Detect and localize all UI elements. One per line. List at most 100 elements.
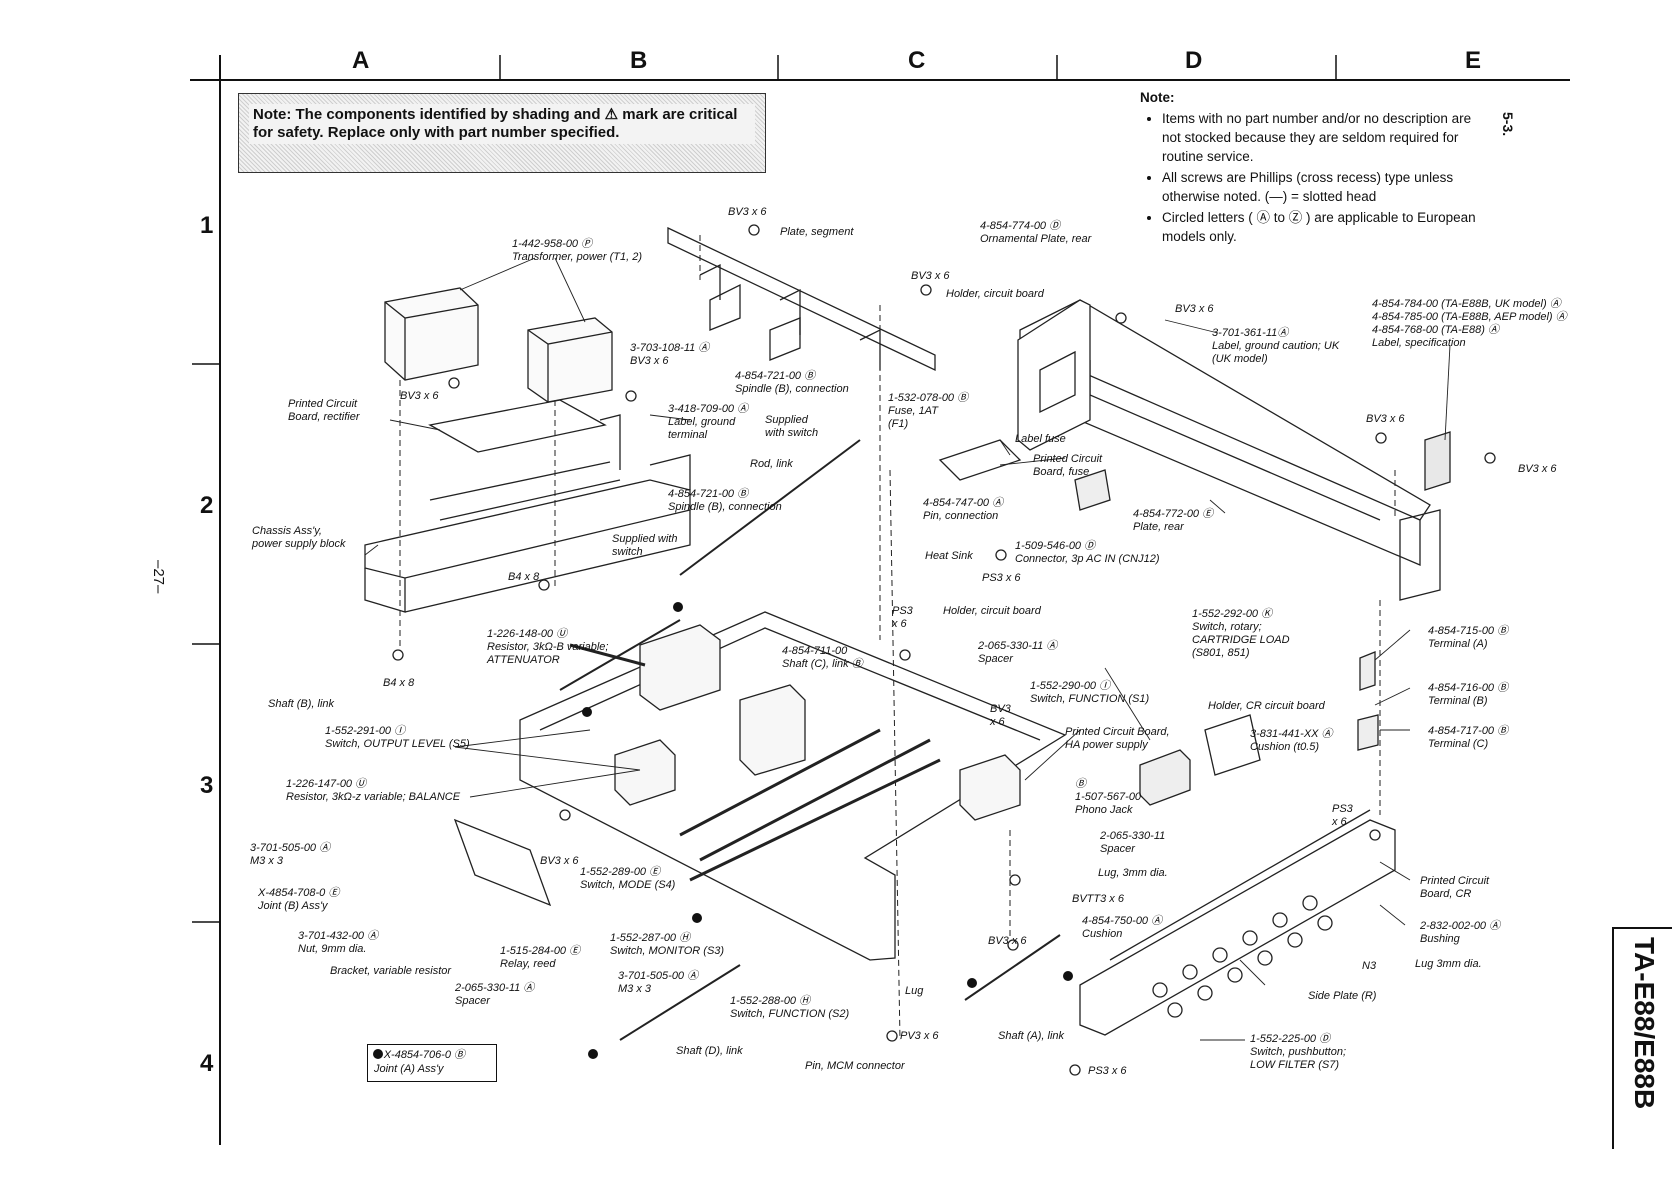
grid-row-2: 2 xyxy=(200,492,214,519)
model-title: TA-E88/E88B xyxy=(1629,937,1660,1110)
label-pcb-fuse: Printed Circuit Board, fuse xyxy=(1033,453,1103,478)
label-function-s2: 1-552-288-00 Ⓗ Switch, FUNCTION (S2) xyxy=(730,995,850,1020)
label-shaft-a: Shaft (A), link xyxy=(998,1030,1065,1042)
label-nut-9mm: 3-701-432-00 Ⓐ Nut, 9mm dia. xyxy=(298,930,379,955)
label-output-level: 1-552-291-00 Ⓘ Switch, OUTPUT LEVEL (S5) xyxy=(325,725,470,750)
label-plate-rear: 4-854-772-00 Ⓔ Plate, rear xyxy=(1133,508,1214,533)
label-ps3x6-d4: PS3 x 6 xyxy=(1088,1065,1127,1077)
grid-row-4: 4 xyxy=(200,1050,214,1077)
label-b4x8-b2: B4 x 8 xyxy=(508,571,540,583)
holder-cr-board xyxy=(1204,714,1261,776)
side-plate-r xyxy=(1079,809,1396,1036)
label-label-fuse: Label fuse xyxy=(1015,433,1066,445)
label-pcb-rectifier: Printed Circuit Board, rectifier xyxy=(288,398,360,423)
label-supplied-switch-1: Supplied with switch xyxy=(765,414,819,439)
label-bv3x6-top: BV3 x 6 xyxy=(728,206,767,218)
label-relay-reed: 1-515-284-00 Ⓔ Relay, reed xyxy=(500,945,581,970)
label-pin-connection: 4-854-747-00 Ⓐ Pin, connection xyxy=(923,497,1004,522)
label-spacer-a4: 2-065-330-11 Ⓐ Spacer xyxy=(455,982,535,1007)
label-plate-segment: Plate, segment xyxy=(780,226,854,238)
transformer-right xyxy=(527,317,613,403)
label-phono-jack: Ⓑ 1-507-567-00 Phono Jack xyxy=(1075,778,1142,816)
shaft-b xyxy=(559,619,681,691)
label-fuse: 1-532-078-00 Ⓑ Fuse, 1AT (F1) xyxy=(888,392,969,430)
label-heat-sink: Heat Sink xyxy=(925,550,973,562)
rectifier-board xyxy=(428,399,607,453)
notes-block: Note: Items with no part number and/or n… xyxy=(1140,88,1480,248)
label-spacer-c3: 2-065-330-11 Ⓐ Spacer xyxy=(978,640,1058,665)
label-attenuator: 1-226-148-00 Ⓤ Resistor, 3kΩ-B variable;… xyxy=(487,628,609,666)
fuse-board xyxy=(938,439,1022,481)
label-shaft-c: 4-854-711-00 Shaft (C), link Ⓑ xyxy=(782,645,863,670)
switch-shaft-a xyxy=(689,758,941,882)
grid-col-c: C xyxy=(908,47,926,74)
label-mode-s4: 1-552-289-00 Ⓔ Switch, MODE (S4) xyxy=(580,866,676,891)
label-pcb-cr: Printed Circuit Board, CR xyxy=(1420,875,1490,900)
label-bv3x6-c3: BV3 x 6 xyxy=(990,703,1011,728)
label-cushion-t05: 3-831-441-XX Ⓐ Cushion (t0.5) xyxy=(1250,728,1333,753)
ornamental-plate xyxy=(1017,299,1091,451)
label-holder-cr: Holder, CR circuit board xyxy=(1208,700,1325,712)
label-n3: N3 xyxy=(1362,960,1377,972)
label-spindle-b-2: 4-854-721-00 Ⓑ Spindle (B), connection xyxy=(668,488,782,513)
label-pcb-ha-power: Printed Circuit Board, HA power supply xyxy=(1065,726,1170,751)
label-cushion-d3: 4-854-750-00 Ⓐ Cushion xyxy=(1082,915,1163,940)
safety-note: Note: The components identified by shadi… xyxy=(249,104,755,144)
label-joint-b-assy: X-4854-708-0 Ⓔ Joint (B) Ass'y xyxy=(258,887,340,912)
phono-jack xyxy=(1139,749,1191,806)
label-supplied-switch-2: Supplied with switch xyxy=(612,533,678,558)
note-item-2: All screws are Phillips (cross recess) t… xyxy=(1162,168,1480,206)
grid-col-b: B xyxy=(630,47,648,74)
label-terminal-c: 4-854-717-00 Ⓑ Terminal (C) xyxy=(1428,725,1509,750)
label-terminal-b: 4-854-716-00 Ⓑ Terminal (B) xyxy=(1428,682,1509,707)
label-transformer-power: 1-442-958-00 Ⓟ Transformer, power (T1, 2… xyxy=(512,238,642,263)
label-ornamental-plate: 4-854-774-00 Ⓓ Ornamental Plate, rear xyxy=(980,220,1092,245)
grid-col-d: D xyxy=(1185,47,1203,74)
label-lug-3mm-e4: Lug 3mm dia. xyxy=(1415,958,1482,970)
label-bv3x6-a2: BV3 x 6 xyxy=(400,390,439,402)
label-monitor-s3: 1-552-287-00 Ⓗ Switch, MONITOR (S3) xyxy=(610,932,725,957)
label-ps3x6-e3: PS3 x 6 xyxy=(1332,803,1353,828)
label-ground-terminal: 3-418-709-00 Ⓐ Label, ground terminal xyxy=(668,403,749,441)
label-connector-ac-in: 1-509-546-00 Ⓓ Connector, 3p AC IN (CNJ1… xyxy=(1015,540,1160,565)
label-pin-mcm: Pin, MCM connector xyxy=(805,1060,905,1072)
note-item-1: Items with no part number and/or no desc… xyxy=(1162,109,1480,166)
label-side-plate-r: Side Plate (R) xyxy=(1308,990,1377,1002)
label-bushing: 2-832-002-00 Ⓐ Bushing xyxy=(1420,920,1501,945)
switch-shaft-b xyxy=(699,738,931,862)
label-specification-parts: 4-854-784-00 (TA-E88B, UK model) Ⓐ 4-854… xyxy=(1372,298,1567,349)
label-function-s1: 1-552-290-00 Ⓘ Switch, FUNCTION (S1) xyxy=(1030,680,1150,705)
label-ps3x6-c2: PS3 x 6 xyxy=(982,572,1021,584)
section-number: 5-3. xyxy=(1500,112,1516,137)
label-shaft-b: Shaft (B), link xyxy=(268,698,335,710)
switch-shaft-c xyxy=(679,728,881,837)
note-item-3: Circled letters ( Ⓐ to Ⓩ ) are applicabl… xyxy=(1162,208,1480,246)
connector-ac-in xyxy=(1074,469,1111,511)
page-number: –27– xyxy=(150,560,167,594)
label-specification xyxy=(1424,431,1451,491)
label-rod-link: Rod, link xyxy=(750,458,793,470)
label-lug-3mm-d3: Lug, 3mm dia. xyxy=(1098,867,1168,879)
power-supply-chassis xyxy=(364,414,691,613)
label-m3x3-b4: 3-701-505-00 Ⓐ M3 x 3 xyxy=(618,970,699,995)
label-lug-c4: Lug xyxy=(905,985,924,997)
notes-heading: Note: xyxy=(1140,90,1175,105)
label-bv3x6-e2: BV3 x 6 xyxy=(1366,413,1405,425)
joint-a-markers xyxy=(373,602,1073,1059)
label-cartridge-load: 1-552-292-00 Ⓚ Switch, rotary; CARTRIDGE… xyxy=(1192,608,1290,659)
label-3-703-108: 3-703-108-11 Ⓐ BV3 x 6 xyxy=(630,342,710,367)
label-chassis-assy: Chassis Ass'y, power supply block xyxy=(252,525,346,550)
label-low-filter: 1-552-225-00 Ⓓ Switch, pushbutton; LOW F… xyxy=(1250,1033,1347,1071)
label-bv3x6-e2b: BV3 x 6 xyxy=(1518,463,1557,475)
safety-note-box: Note: The components identified by shadi… xyxy=(238,93,766,173)
label-balance: 1-226-147-00 Ⓤ Resistor, 3kΩ-z variable;… xyxy=(286,778,461,803)
side-plate-holes xyxy=(1152,895,1333,1018)
label-terminal-a: 4-854-715-00 Ⓑ Terminal (A) xyxy=(1428,625,1509,650)
rod-link xyxy=(679,439,861,576)
terminal-c xyxy=(1357,714,1379,751)
label-bv3x6-b3: BV3 x 6 xyxy=(540,855,579,867)
transformer-left xyxy=(384,287,479,381)
label-pv3x6: PV3 x 6 xyxy=(900,1030,939,1042)
